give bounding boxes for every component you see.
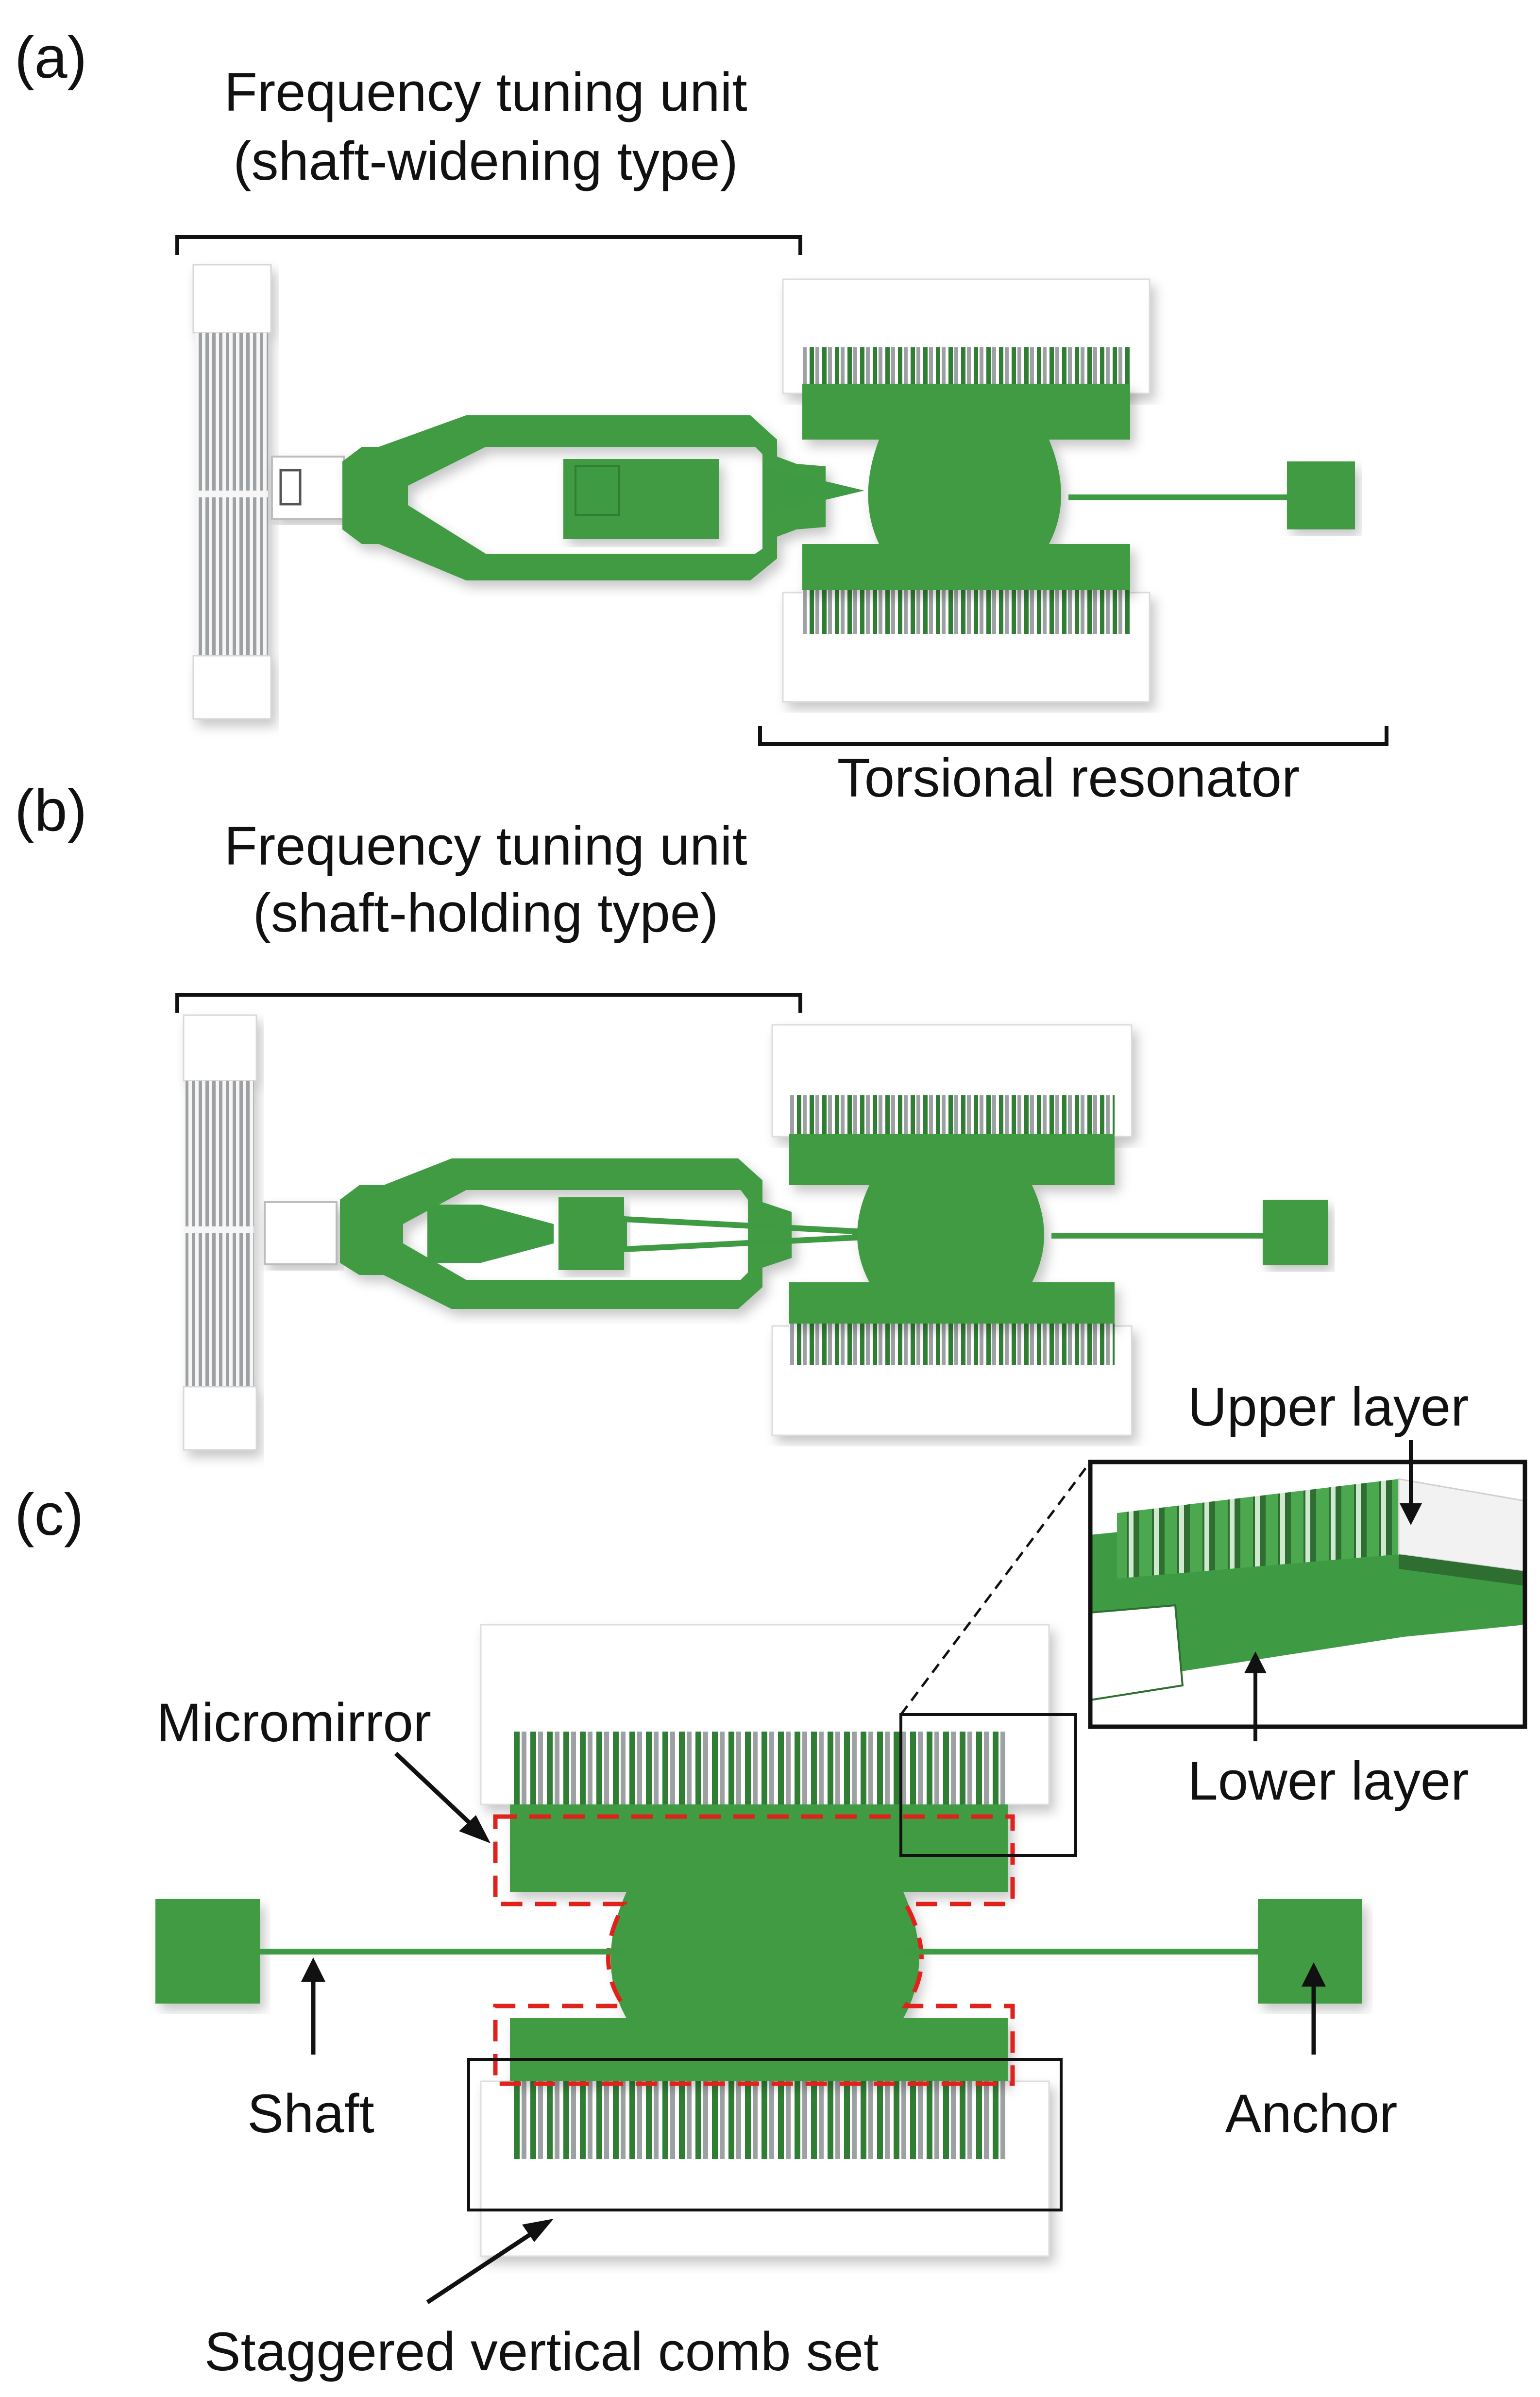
lower-comb-a (802, 588, 1130, 634)
shaft-b (1051, 1233, 1265, 1239)
shaft-label: Shaft (247, 2083, 374, 2144)
shaft-a (1068, 494, 1289, 500)
zoom-source-box (899, 1713, 1077, 1857)
tuning-clip-a (279, 469, 302, 506)
anchor-b (1263, 1200, 1328, 1265)
comb-label: Staggered vertical comb set (204, 2321, 879, 2382)
shaft-left-c (260, 1949, 624, 1955)
lower-comb-b (789, 1321, 1115, 1365)
panel-b-label: (b) (15, 777, 87, 843)
tuning-mass-b (558, 1197, 624, 1270)
upper-layer-label: Upper layer (1188, 1377, 1469, 1437)
zoom-dashed-line (900, 1461, 1091, 1716)
tuning-wedge-b (427, 1205, 554, 1263)
inset-layer-edge (1399, 1554, 1525, 1586)
panel-b: (b) Frequency tuning unit (shaft-holding… (15, 777, 1328, 1451)
zoom-inset-border (1088, 1460, 1527, 1729)
tuning-frame-b (340, 1158, 792, 1309)
micromirror-arrow (394, 1751, 480, 1833)
tuning-pad-a (575, 465, 620, 516)
resonator-plate-a (802, 384, 1130, 590)
inset-cutout (1089, 1604, 1184, 1701)
anchor-arrowhead (1302, 1962, 1326, 1987)
panel-a-title-line1: Frequency tuning unit (224, 62, 747, 122)
anchor-right-c (1258, 1899, 1362, 2004)
anchor-left-c (155, 1899, 260, 2004)
lower-layer-arrowhead (1244, 1651, 1267, 1673)
panel-b-title-line1: Frequency tuning unit (224, 816, 747, 876)
tuning-unit-bracket-b (175, 993, 802, 1013)
micromirror-label: Micromirror (156, 1692, 431, 1753)
zoom-inset (1088, 1460, 1527, 1729)
tuning-block-b (264, 1201, 338, 1265)
micromirror-arrowhead (459, 1815, 491, 1843)
panel-a-title-line2: (shaft-widening type) (233, 131, 738, 191)
upper-comb-a (802, 347, 1130, 384)
shaft-arrowhead (301, 1957, 325, 1982)
panel-c-label: (c) (15, 1481, 84, 1547)
tuning-wedge-a (762, 466, 864, 515)
upper-comb-b (789, 1095, 1115, 1134)
tuning-unit-bracket-a (175, 235, 802, 255)
upper-comb-c (510, 1732, 1008, 1804)
panel-c: (c) Micromirror Shaft (15, 1377, 1527, 2382)
comb-highlight-box (467, 2058, 1063, 2211)
spring-bank-b (183, 1014, 257, 1451)
upper-layer-arrowhead (1400, 1503, 1422, 1525)
tuning-block-a (271, 456, 345, 520)
panel-a: (a) Frequency tuning unit (shaft-widenin… (15, 24, 1388, 808)
resonator-plate-b (789, 1134, 1115, 1324)
anchor-a (1287, 461, 1355, 529)
inset-comb-teeth (1117, 1479, 1399, 1579)
panel-b-title-line2: (shaft-holding type) (253, 883, 719, 943)
anchor-label: Anchor (1225, 2083, 1398, 2144)
tuning-frame-a (342, 415, 826, 580)
lower-comb-c (510, 2079, 1008, 2159)
comb-arrow (426, 2225, 543, 2304)
micromirror-outline (493, 1814, 1015, 2086)
resonator-bracket-a (758, 726, 1388, 746)
panel-a-label: (a) (15, 24, 87, 90)
micromirror-plate-c (510, 1804, 1008, 2081)
comb-arrowhead (522, 2219, 554, 2242)
shaft-right-c (903, 1949, 1260, 1955)
holding-beams-b (621, 1216, 858, 1253)
resonator-label-a: Torsional resonator (837, 748, 1300, 808)
spring-bank-a (192, 264, 272, 720)
lower-layer-label: Lower layer (1188, 1751, 1469, 1811)
